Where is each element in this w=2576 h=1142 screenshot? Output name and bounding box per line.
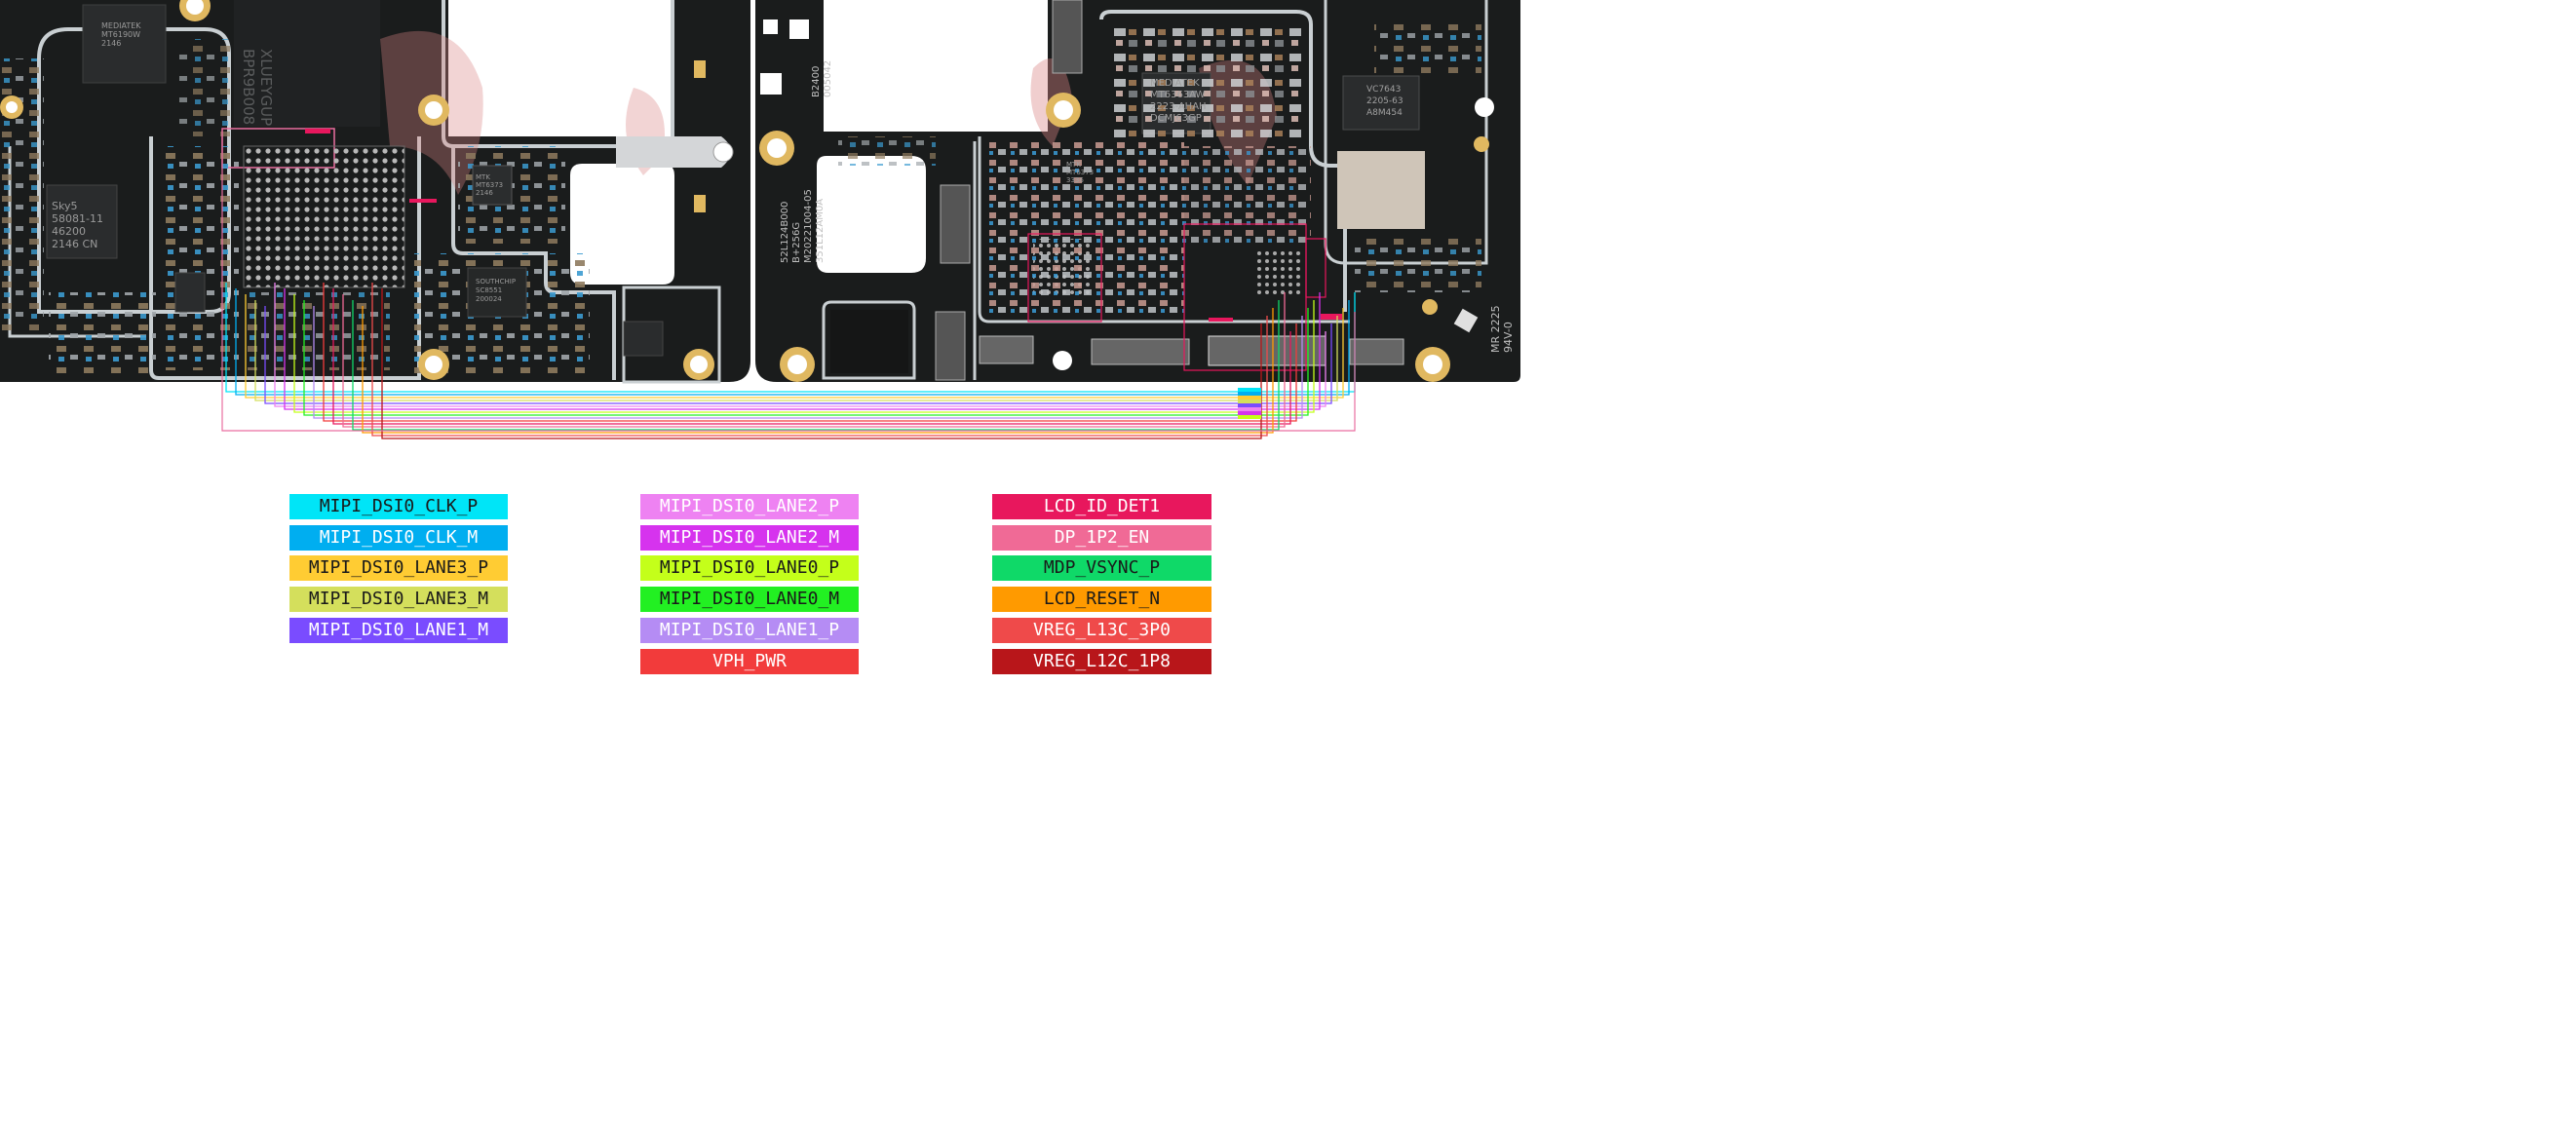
connector-pin-marker: [1238, 411, 1261, 415]
chip-label-ram: XLUEYGUP BPR9B008: [240, 49, 275, 127]
chip-label-mtk-right: MTK MT6373 3336: [1066, 161, 1095, 184]
board-label-qr: B2400 005042: [811, 59, 833, 97]
trace-vreg-l12c-1p8: [381, 288, 1262, 439]
trace-mipi-dsi0-lane0-p: [293, 294, 1315, 413]
trace-mipi-dsi0-lane2-m: [284, 288, 1321, 410]
fpc-connector-1: [979, 335, 1034, 364]
connector-pin-marker: [1238, 400, 1261, 403]
trace-dp-1p2-en: [342, 292, 1286, 428]
legend-label-mipi-dsi0-lane1-p: MIPI_DSI0_LANE1_P: [640, 617, 859, 643]
fpc-connector-4: [1349, 338, 1404, 365]
trace-vreg-l13c-3p0: [371, 283, 1268, 437]
legend-label-mipi-dsi0-lane1-m: MIPI_DSI0_LANE1_M: [289, 617, 508, 643]
trace-lcd-id-det1: [332, 288, 1291, 425]
southchip-chip: [467, 267, 527, 318]
fpc-connector-vertical-2: [935, 311, 966, 381]
legend-label-mipi-dsi0-lane3-p: MIPI_DSI0_LANE3_P: [289, 555, 508, 582]
right-board: [755, 0, 1520, 382]
trace-mdp-vsync-p: [352, 300, 1280, 431]
right-board-window: [824, 0, 1048, 132]
board-label-corner: MR 2225 94V-0: [1489, 305, 1515, 353]
legend-label-lcd-id-det1: LCD_ID_DET1: [992, 494, 1211, 519]
skyworks-chip: [46, 184, 118, 259]
trace-mipi-dsi0-lane0-m: [303, 300, 1309, 416]
legend-label-mipi-dsi0-lane2-m: MIPI_DSI0_LANE2_M: [640, 524, 859, 551]
trace-mipi-dsi0-lane3-p: [245, 294, 1344, 399]
legend-label-vreg-l12c-1p8: VREG_L12C_1P8: [992, 648, 1211, 674]
connector-pin-marker: [1238, 388, 1261, 392]
legend-label-mipi-dsi0-clk-p: MIPI_DSI0_CLK_P: [289, 494, 508, 519]
connector-pin-marker: [1238, 415, 1261, 419]
legend-label-vph-pwr: VPH_PWR: [640, 648, 859, 674]
connector-pin-marker: [1238, 407, 1261, 411]
legend-label-mdp-vsync-p: MDP_VSYNC_P: [992, 555, 1211, 582]
shield-bracket: [616, 136, 731, 168]
trace-mipi-dsi0-lane1-p: [313, 306, 1303, 419]
legend-label-vreg-l13c-3p0: VREG_L13C_3P0: [992, 617, 1211, 643]
pmic-chip-left: [472, 165, 513, 206]
trace-vph-pwr: [323, 283, 1297, 422]
board-label-side: 52L124B000 B+256G M20221004-05 351L12AM0…: [780, 189, 826, 263]
trace-lcd-reset-n: [362, 306, 1274, 434]
trace-mipi-dsi0-lane2-p: [274, 283, 1326, 407]
fpc-connector-2: [1091, 338, 1190, 365]
legend-label-mipi-dsi0-lane2-p: MIPI_DSI0_LANE2_P: [640, 494, 859, 519]
fpc-connector-vertical-1: [940, 184, 971, 264]
legend-label-mipi-dsi0-clk-m: MIPI_DSI0_CLK_M: [289, 524, 508, 551]
mediatek-chip-left: [82, 4, 167, 84]
soc-bga: [244, 146, 404, 287]
legend-label-dp-1p2-en: DP_1P2_EN: [992, 524, 1211, 551]
legend-label-lcd-reset-n: LCD_RESET_N: [992, 587, 1211, 613]
signal-traces: [221, 132, 1356, 439]
shield-can: [1337, 151, 1425, 229]
ram-chip: [234, 0, 380, 127]
chip-label-mediatek-left: MEDIATEK MT6190W 2146: [101, 21, 141, 48]
chip-label-pmic-left: MTK MT6373 2146: [476, 173, 504, 197]
left-board-window-lower: [570, 164, 674, 285]
trace-mipi-dsi0-clk-m: [235, 288, 1350, 396]
trace-outer-frame: [221, 132, 1356, 432]
legend-label-mipi-dsi0-lane3-m: MIPI_DSI0_LANE3_M: [289, 587, 508, 613]
connector-pin-marker: [1238, 396, 1261, 400]
vc-chip: [1342, 75, 1420, 131]
trace-mipi-dsi0-lane3-m: [254, 300, 1338, 401]
chip-label-vc: VC7643 2205-63 A8M454: [1366, 85, 1403, 118]
chip-label-mediatek-pmic: MEDIATEK MT6363AW 2223-AHAH DCMJ63GP: [1150, 78, 1207, 124]
left-board-window: [448, 0, 673, 136]
trace-mipi-dsi0-lane1-m: [264, 306, 1332, 404]
chip-label-skyworks: Sky5 58081-11 46200 2146 CN: [52, 200, 103, 250]
left-board: [0, 0, 750, 384]
chip-label-southchip: SOUTHCHIP SC8551 200024: [476, 278, 517, 303]
connector-pin-marker: [1238, 392, 1261, 396]
legend-label-mipi-dsi0-lane0-p: MIPI_DSI0_LANE0_P: [640, 555, 859, 582]
legend-label-mipi-dsi0-lane0-m: MIPI_DSI0_LANE0_M: [640, 587, 859, 613]
connector-pin-marker: [1238, 403, 1261, 407]
